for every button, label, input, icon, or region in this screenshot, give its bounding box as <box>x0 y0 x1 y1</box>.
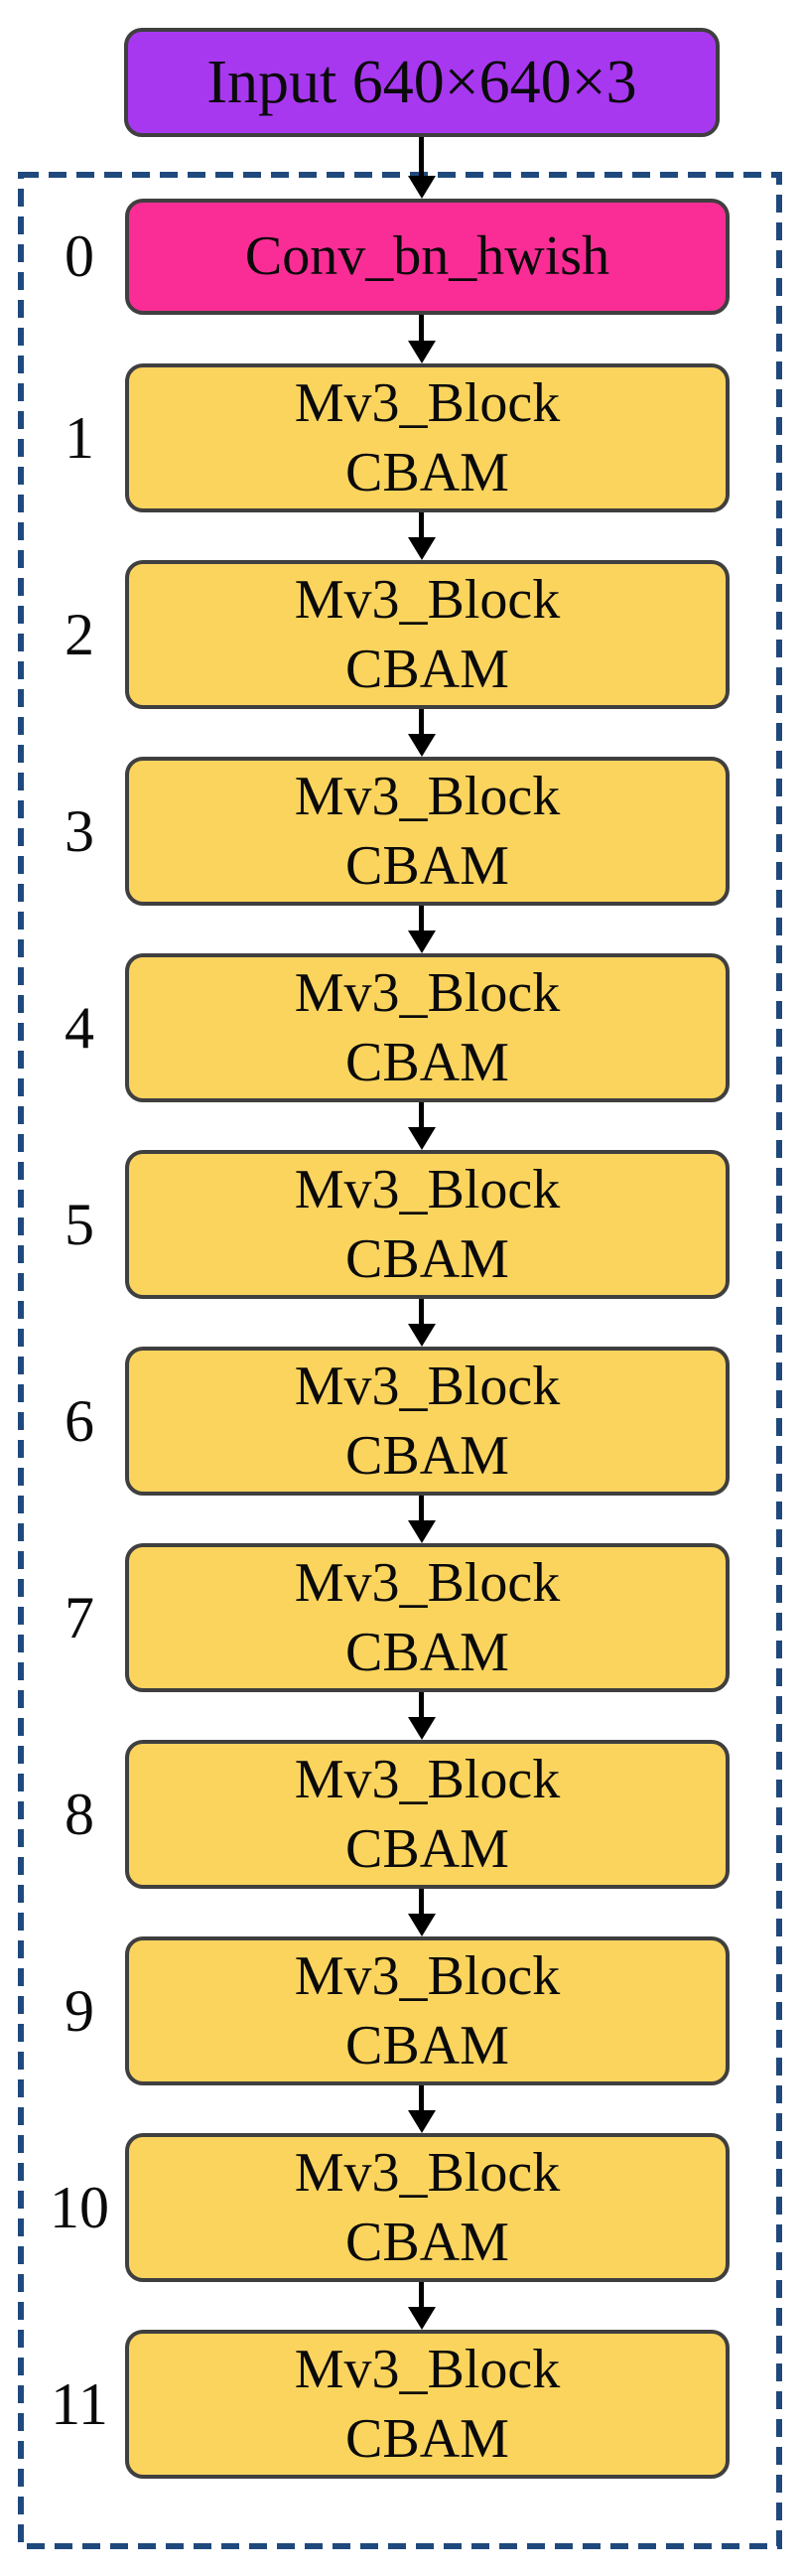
arrow-head-icon <box>408 734 436 757</box>
arrow-head-icon <box>408 1914 436 1936</box>
layer-index-label: 6 <box>28 1347 131 1496</box>
layer-index-label: 0 <box>28 199 131 315</box>
cbam-label: CBAM <box>345 1425 509 1487</box>
cbam-label: CBAM <box>345 2015 509 2076</box>
layer-index-label: 11 <box>28 2330 131 2479</box>
mv3-block-label: Mv3_Block <box>294 2142 561 2204</box>
arrow-head-icon <box>408 1520 436 1543</box>
layer-index-text: 6 <box>65 1387 94 1454</box>
flow-arrow <box>407 1692 437 1740</box>
flow-arrow <box>407 1889 437 1936</box>
flow-arrow <box>407 1496 437 1543</box>
input-node: Input 640×640×3 <box>124 28 720 137</box>
mv3-block-label: Mv3_Block <box>294 1159 561 1220</box>
arrow-shaft <box>419 1496 424 1523</box>
flow-arrow <box>407 137 437 199</box>
mv3-block-label: Mv3_Block <box>294 1552 561 1614</box>
mv3-block-cbam-node: Mv3_Block CBAM <box>125 757 730 906</box>
layer-index-text: 9 <box>65 1977 94 2044</box>
mv3-block-cbam-node: Mv3_Block CBAM <box>125 2330 730 2479</box>
arrow-shaft <box>419 709 424 737</box>
mv3-block-cbam-node: Mv3_Block CBAM <box>125 2133 730 2282</box>
flow-arrow <box>407 1299 437 1347</box>
flow-arrow <box>407 315 437 363</box>
cbam-label: CBAM <box>345 1228 509 1290</box>
mv3-block-cbam-node: Mv3_Block CBAM <box>125 1150 730 1299</box>
layer-index-text: 1 <box>65 404 94 471</box>
arrow-shaft <box>419 137 424 179</box>
flow-arrow <box>407 2282 437 2330</box>
cbam-label: CBAM <box>345 639 509 700</box>
cbam-label: CBAM <box>345 1818 509 1880</box>
mv3-block-cbam-node: Mv3_Block CBAM <box>125 1740 730 1889</box>
arrow-shaft <box>419 1102 424 1130</box>
input-node-label: Input 640×640×3 <box>206 48 637 116</box>
backbone-frame-border <box>18 172 782 2549</box>
flow-arrow <box>407 906 437 953</box>
conv-bn-hwish-label: Conv_bn_hwish <box>244 224 610 287</box>
mv3-block-cbam-node: Mv3_Block CBAM <box>125 363 730 512</box>
mv3-block-label: Mv3_Block <box>294 962 561 1024</box>
arrow-head-icon <box>408 341 436 363</box>
layer-index-label: 1 <box>28 363 131 512</box>
layer-index-text: 8 <box>65 1781 94 1847</box>
layer-index-text: 0 <box>65 223 94 289</box>
layer-index-label: 7 <box>28 1543 131 1692</box>
layer-index-text: 7 <box>65 1584 94 1650</box>
conv-bn-hwish-node: Conv_bn_hwish <box>125 199 730 315</box>
layer-index-text: 10 <box>50 2174 109 2240</box>
cbam-label: CBAM <box>345 1032 509 1093</box>
layer-index-text: 11 <box>51 2370 108 2437</box>
cbam-label: CBAM <box>345 835 509 897</box>
arrow-shaft <box>419 1889 424 1917</box>
mv3-block-cbam-node: Mv3_Block CBAM <box>125 1347 730 1496</box>
arrow-head-icon <box>408 176 436 199</box>
cbam-label: CBAM <box>345 442 509 503</box>
flow-arrow <box>407 1102 437 1150</box>
flow-arrow <box>407 2085 437 2133</box>
layer-index-label: 8 <box>28 1740 131 1889</box>
arrow-shaft <box>419 512 424 540</box>
arrow-head-icon <box>408 2110 436 2133</box>
arrow-shaft <box>419 1299 424 1327</box>
layer-index-text: 2 <box>65 601 94 667</box>
mv3-block-label: Mv3_Block <box>294 372 561 434</box>
layer-index-text: 3 <box>65 797 94 864</box>
mv3-block-label: Mv3_Block <box>294 1749 561 1810</box>
arrow-head-icon <box>408 1324 436 1347</box>
flow-arrow <box>407 709 437 757</box>
layer-index-label: 10 <box>28 2133 131 2282</box>
dashed-frame-rect <box>18 172 782 2549</box>
layer-index-text: 4 <box>65 994 94 1061</box>
cbam-label: CBAM <box>345 2408 509 2470</box>
mv3-block-label: Mv3_Block <box>294 2339 561 2400</box>
arrow-head-icon <box>408 1717 436 1740</box>
arrow-head-icon <box>408 2307 436 2330</box>
mv3-block-cbam-node: Mv3_Block CBAM <box>125 1936 730 2085</box>
layer-index-text: 5 <box>65 1191 94 1257</box>
arrow-head-icon <box>408 930 436 953</box>
arrow-shaft <box>419 1692 424 1720</box>
arrow-shaft <box>419 2085 424 2113</box>
cbam-label: CBAM <box>345 2212 509 2273</box>
layer-index-label: 2 <box>28 560 131 709</box>
layer-index-label: 9 <box>28 1936 131 2085</box>
mv3-block-label: Mv3_Block <box>294 1356 561 1417</box>
mv3-block-cbam-node: Mv3_Block CBAM <box>125 560 730 709</box>
arrow-head-icon <box>408 537 436 560</box>
mv3-block-label: Mv3_Block <box>294 766 561 827</box>
mv3-block-label: Mv3_Block <box>294 569 561 631</box>
arrow-shaft <box>419 2282 424 2310</box>
arrow-shaft <box>419 906 424 933</box>
arrow-shaft <box>419 315 424 344</box>
layer-index-label: 4 <box>28 953 131 1102</box>
cbam-label: CBAM <box>345 1622 509 1683</box>
flow-arrow <box>407 512 437 560</box>
mv3-block-label: Mv3_Block <box>294 1945 561 2007</box>
arrow-head-icon <box>408 1127 436 1150</box>
layer-index-label: 5 <box>28 1150 131 1299</box>
layer-index-label: 3 <box>28 757 131 906</box>
mv3-block-cbam-node: Mv3_Block CBAM <box>125 1543 730 1692</box>
mv3-block-cbam-node: Mv3_Block CBAM <box>125 953 730 1102</box>
